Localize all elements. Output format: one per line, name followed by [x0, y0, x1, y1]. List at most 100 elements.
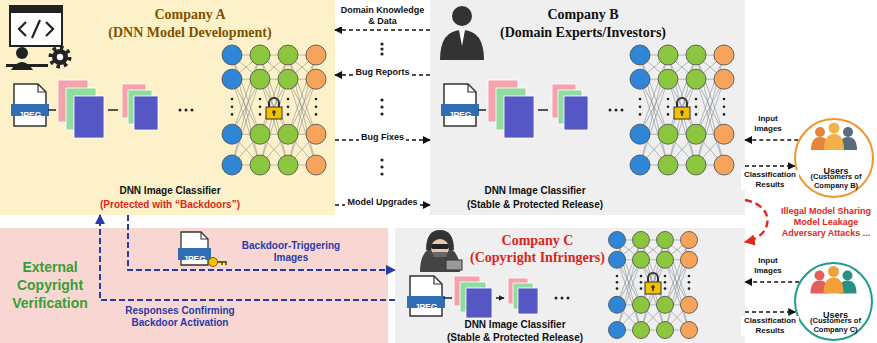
user-group-circle: Users(Customers of Company C)	[794, 262, 873, 341]
text-slot: (Stable & Protected Release)	[440, 194, 630, 212]
feature-maps	[552, 84, 588, 130]
jpeg-file-icon-part	[468, 84, 476, 92]
node-text: (Copyright Infringers)	[470, 249, 605, 266]
feature-maps-part	[518, 288, 538, 314]
neural-network-part	[278, 45, 298, 65]
neural-network-part	[287, 98, 290, 101]
connector-arrow	[100, 215, 395, 300]
node-text: (Stable & Protected Release)	[467, 198, 603, 211]
continuation-dots-part	[380, 172, 383, 175]
text-slot: JPEG	[178, 248, 211, 266]
text-slot: Classification Results	[741, 316, 799, 337]
developer-icon-part	[51, 48, 70, 67]
developer-icon-part	[16, 47, 28, 59]
text-slot: Classification Results	[741, 170, 799, 191]
connector-arrow	[745, 200, 768, 242]
neural-network-part	[315, 105, 318, 108]
neural-network-part	[668, 79, 696, 165]
neural-network-part	[686, 45, 706, 65]
connector-arrow	[745, 281, 799, 282]
neural-network-part	[630, 69, 650, 89]
node-text: DNN Image Classifier	[484, 184, 585, 197]
neural-network-part	[288, 79, 316, 165]
node-heading: Company A	[154, 6, 225, 23]
neural-network-part	[723, 98, 726, 101]
continuation-dots-part	[621, 109, 624, 112]
users-icon-part	[815, 271, 825, 281]
feature-maps	[58, 80, 104, 138]
neural-network-part	[231, 113, 234, 116]
developer-icon-part	[19, 20, 53, 38]
neural-network-part	[630, 124, 650, 144]
panel-grounds-part	[0, 0, 335, 215]
neural-network-part	[222, 69, 242, 89]
neural-network-part	[273, 112, 275, 116]
expert-icon-part	[459, 30, 465, 46]
node-text: (Protected with “Backdoors”)	[100, 198, 240, 211]
continuation-dots-part	[567, 297, 570, 300]
edge-label: Classification Results	[741, 316, 799, 336]
edge-label: Responses Confirming Backdoor Activation	[110, 305, 250, 329]
neural-network-part	[657, 232, 674, 249]
developer-icon-part	[10, 6, 62, 13]
neural-network-part	[658, 155, 678, 175]
text-slot: DNN Image Classifier	[60, 180, 280, 198]
feature-maps	[122, 84, 158, 130]
neural-network-part	[695, 105, 698, 108]
neural-network-part	[633, 232, 650, 249]
key-symbol-part	[209, 258, 218, 267]
neural-network-part	[674, 107, 690, 119]
panel-grounds-part	[0, 228, 388, 343]
text-slot: Domain Knowledge & Data	[337, 5, 428, 28]
neural-network-part	[658, 124, 678, 144]
text-slot: (DNN Model Development)	[85, 23, 295, 41]
node-text: (Stable & Protected Release)	[447, 331, 583, 343]
neural-network-part	[633, 322, 650, 339]
neural-network-part	[714, 69, 734, 89]
text-slot: JPEG	[441, 104, 479, 122]
text-slot: Illegal Model Sharing Model Leakage Adve…	[777, 206, 875, 240]
users-icon-part	[824, 134, 844, 150]
continuation-dots-part	[615, 109, 618, 112]
developer-icon-part	[57, 54, 63, 60]
key-symbol-part	[217, 262, 226, 265]
neural-network-part	[645, 282, 661, 294]
neural-network-part	[630, 155, 650, 175]
edge-label: Classification Results	[741, 170, 799, 190]
continuation-dots-part	[380, 52, 383, 55]
edge-label: Bug Reports	[354, 67, 412, 78]
connector-arrow	[745, 311, 795, 312]
neural-network-part	[714, 124, 734, 144]
continuation-dots-part	[380, 42, 383, 45]
continuation-dots-part	[380, 112, 383, 115]
hacker-icon-part	[446, 260, 462, 270]
text-slot: Company B	[488, 5, 678, 23]
expert-icon	[440, 6, 484, 60]
neural-network-part	[641, 260, 665, 330]
continuation-dots-part	[380, 47, 383, 50]
neural-network-part	[723, 105, 726, 108]
file-type-label: JPEG	[449, 109, 472, 121]
continuation-dots-part	[380, 98, 383, 101]
edge-label: Domain Knowledge & Data	[337, 5, 428, 27]
neural-network-part	[259, 105, 262, 108]
expert-icon-part	[440, 30, 484, 60]
feature-maps-part	[504, 96, 534, 138]
neural-network-part	[231, 105, 234, 108]
connector-arrow	[745, 139, 798, 140]
edge-label: Input Images	[745, 114, 791, 134]
neural-network-part	[664, 275, 667, 278]
node-text: DNN Image Classifier	[464, 318, 565, 331]
node-text: (Customers of Company B)	[806, 172, 866, 190]
neural-network-part	[640, 275, 643, 278]
neural-network-part	[266, 107, 282, 119]
neural-network-part	[231, 98, 234, 101]
neural-network-part	[688, 275, 691, 278]
hacker-icon-part	[433, 252, 447, 257]
text-slot: Company C	[465, 231, 610, 249]
neural-network-part	[695, 98, 698, 101]
neural-network	[609, 232, 698, 339]
continuation-dots-part	[561, 297, 564, 300]
file-type-label: JPEG	[19, 109, 42, 121]
